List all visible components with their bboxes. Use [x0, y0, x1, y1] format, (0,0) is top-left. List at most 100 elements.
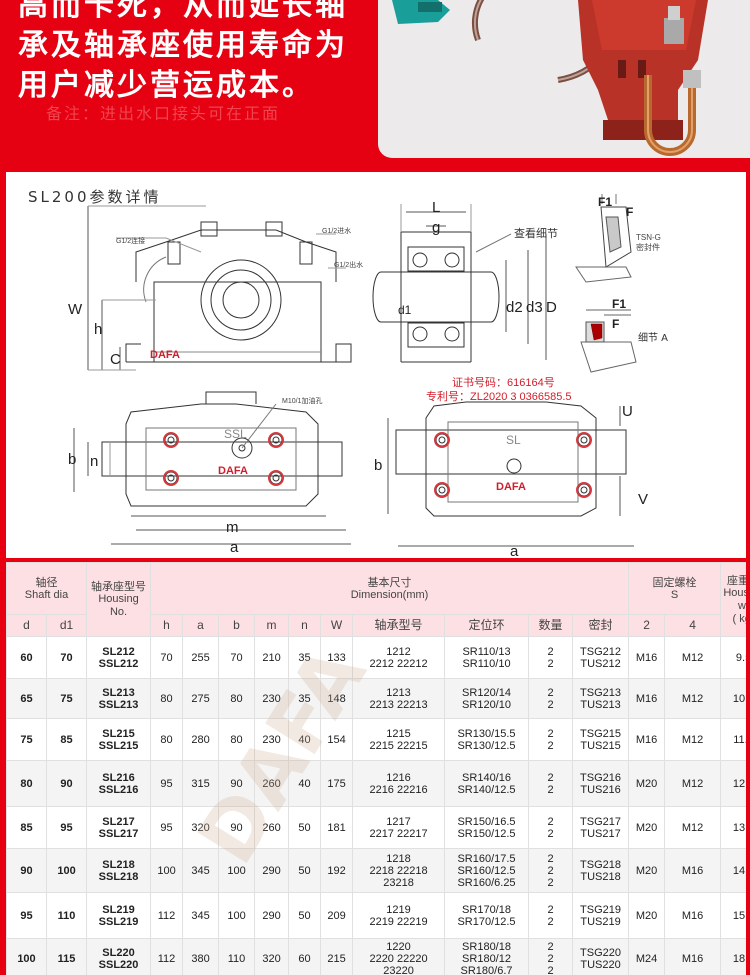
dim-L: L	[432, 199, 441, 216]
col-bearing: 轴承型号	[352, 614, 446, 637]
table-cell: M12	[664, 718, 722, 761]
cell-value-W: 192	[327, 864, 346, 877]
cell-value-d1: 85	[60, 733, 73, 746]
product-photo	[378, 0, 750, 158]
header-housing: 轴承座型号 Housing No.	[86, 562, 152, 637]
cell-value-q1: 2	[547, 645, 554, 658]
cell-value-b: 110	[227, 952, 246, 965]
cell-value-wt: 14.8	[732, 864, 746, 877]
brand-top-right: DAFA	[496, 481, 526, 493]
col-n: n	[288, 614, 322, 637]
col-d: d	[6, 614, 47, 637]
product-photo-illustration	[392, 0, 708, 156]
cell-value-q1: 2	[547, 815, 554, 828]
table-cell: 14.8	[720, 848, 746, 893]
cell-value-s4: M12	[681, 733, 704, 746]
cell-value-no2: SSL212	[98, 657, 139, 670]
header-dimension: 基本尺寸 Dimension(mm)	[150, 562, 630, 615]
cell-value-seal2: TUS213	[580, 698, 621, 711]
cell-value-ring3: SR160/6.25	[457, 876, 516, 889]
hero-banner: 高而卡死，从而延长轴 承及轴承座使用寿命为 用户减少营运成本。 备注：进出水口接…	[0, 0, 750, 170]
label-g12-in: G1/2进水	[322, 228, 352, 235]
table-cell: 215	[320, 938, 354, 975]
cell-value-a: 345	[191, 909, 210, 922]
cell-value-brg2: 2215 22215	[369, 739, 428, 752]
table-cell: 315	[182, 760, 220, 807]
table-cell: M16	[628, 636, 666, 679]
cell-value-m: 230	[262, 692, 281, 705]
table-cell: 230	[254, 678, 290, 719]
cell-value-d: 85	[20, 821, 33, 834]
cell-value-s2: M16	[635, 651, 658, 664]
cell-value-q2: 2	[547, 657, 554, 670]
cell-value-brg1: 1213	[386, 686, 411, 699]
cell-value-brg2: 2217 22217	[369, 827, 428, 840]
cell-value-h: 95	[160, 821, 173, 834]
cell-value-wt: 18.4	[732, 952, 746, 965]
dim-F1-top: F1	[598, 195, 613, 209]
cell-value-no2: SSL218	[98, 870, 139, 883]
cell-value-seal2: TUS216	[580, 783, 621, 796]
table-cell: 90	[6, 848, 47, 893]
cell-value-W: 181	[327, 821, 346, 834]
col-qty: 数量	[528, 614, 574, 637]
hero-note: 备注：进出水口接头可在正面	[46, 104, 281, 123]
cell-value-h: 112	[157, 909, 176, 922]
label-detail-a: 细节 A	[638, 333, 669, 344]
red-casting-marks	[163, 432, 592, 498]
cell-value-ring2: SR130/12.5	[457, 739, 516, 752]
label-g12-connect: G1/2连接	[116, 238, 146, 245]
cell-value-ring1: SR110/13	[462, 645, 511, 658]
cell-value-ring1: SR130/15.5	[457, 727, 516, 740]
cell-value-a: 280	[191, 733, 210, 746]
table-cell: 95	[150, 806, 184, 849]
dim-a-right: a	[510, 543, 519, 560]
cell-value-no1: SL213	[102, 686, 135, 699]
cell-value-m: 290	[262, 864, 281, 877]
table-cell: 10.2	[720, 678, 746, 719]
table-cell: 210	[254, 636, 290, 679]
cell-value-ring2: SR180/12	[462, 952, 511, 965]
table-cell: 95	[150, 760, 184, 807]
table-cell: 40	[288, 760, 322, 807]
cell-value-q2: 2	[547, 827, 554, 840]
table-cell: 80	[218, 718, 256, 761]
cell-value-no2: SSL217	[98, 827, 139, 840]
cell-value-n: 60	[298, 952, 311, 965]
table-cell: 133	[320, 636, 354, 679]
cell-value-s2: M16	[635, 733, 658, 746]
cell-value-a: 320	[191, 821, 210, 834]
header-weight: 座重量 Housing wt ( kg)	[720, 562, 746, 637]
label-front-detail: 查看细节	[514, 227, 558, 240]
brand-top-left: DAFA	[218, 465, 248, 477]
cell-value-W: 209	[327, 909, 346, 922]
cell-value-q1: 2	[547, 852, 554, 865]
table-cell: 15.5	[720, 892, 746, 939]
cell-value-seal1: TSG216	[580, 771, 622, 784]
cell-value-s4: M16	[681, 909, 704, 922]
table-cell: 11.5	[720, 718, 746, 761]
cell-value-d1: 75	[60, 692, 73, 705]
cell-value-brg2: 2212 22212	[369, 657, 428, 670]
table-cell: M24	[628, 938, 666, 975]
cell-value-q2: 2	[547, 915, 554, 928]
cell-value-d1: 90	[60, 777, 73, 790]
col-bolt-2: 2	[628, 614, 666, 637]
cell-value-seal1: TSG217	[580, 815, 622, 828]
